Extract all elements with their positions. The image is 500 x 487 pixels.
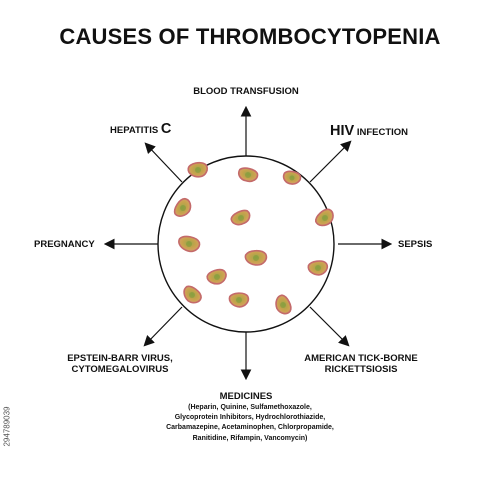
- label-hiv-infection: HIV INFECTION: [330, 123, 409, 139]
- side-stock-code: 294789039: [2, 372, 12, 482]
- diagram-title: CAUSES OF THROMBOCYTOPENIA: [59, 24, 441, 49]
- label-tick-borne: AMERICAN TICK-BORNE RICKETTSIOSIS: [296, 353, 426, 375]
- arrow-icon-hepatitis: [144, 142, 183, 183]
- label-hiv-suffix: INFECTION: [356, 127, 409, 138]
- blood-circle: [157, 155, 335, 333]
- label-hepatitis-prefix: HEPATITIS: [110, 125, 159, 136]
- label-pregnancy: PREGNANCY: [34, 239, 95, 250]
- cause-arrows: [103, 105, 393, 381]
- label-epstein-line1: EPSTEIN-BARR VIRUS,: [67, 353, 173, 364]
- arrow-icon-epstein-barr: [143, 306, 183, 347]
- label-epstein-line2: CYTOMEGALOVIRUS: [71, 364, 169, 375]
- label-medicines: MEDICINES: [219, 391, 273, 402]
- label-hepatitis-letter: C: [160, 121, 172, 137]
- label-sepsis: SEPSIS: [398, 239, 433, 250]
- arrow-icon-tick-borne: [309, 306, 350, 347]
- medicines-detail-line: Ranitidine, Rifampin, Vancomycin): [192, 434, 308, 442]
- label-tick-line1: AMERICAN TICK-BORNE: [304, 353, 418, 364]
- arrow-icon-hiv: [309, 140, 352, 183]
- label-hepatitis-c: HEPATITIS C: [110, 121, 172, 137]
- medicines-detail-line: Glycoprotein Inhibitors, Hydrochlorothia…: [174, 414, 326, 422]
- label-blood-transfusion: BLOOD TRANSFUSION: [193, 86, 299, 97]
- label-tick-line2: RICKETTSIOSIS: [324, 364, 398, 375]
- side-code-text: 294789039: [2, 406, 12, 447]
- medicines-detail: (Heparin, Quinine, Sulfamethoxazole, Gly…: [135, 403, 365, 444]
- platelet-centers: [180, 167, 328, 308]
- label-epstein-barr: EPSTEIN-BARR VIRUS, CYTOMEGALOVIRUS: [58, 353, 182, 375]
- label-hiv: HIV: [330, 123, 355, 139]
- medicines-detail-line: (Heparin, Quinine, Sulfamethoxazole,: [188, 404, 312, 411]
- medicines-detail-line: Carbamazepine, Acetaminophen, Chlorpropa…: [166, 424, 334, 432]
